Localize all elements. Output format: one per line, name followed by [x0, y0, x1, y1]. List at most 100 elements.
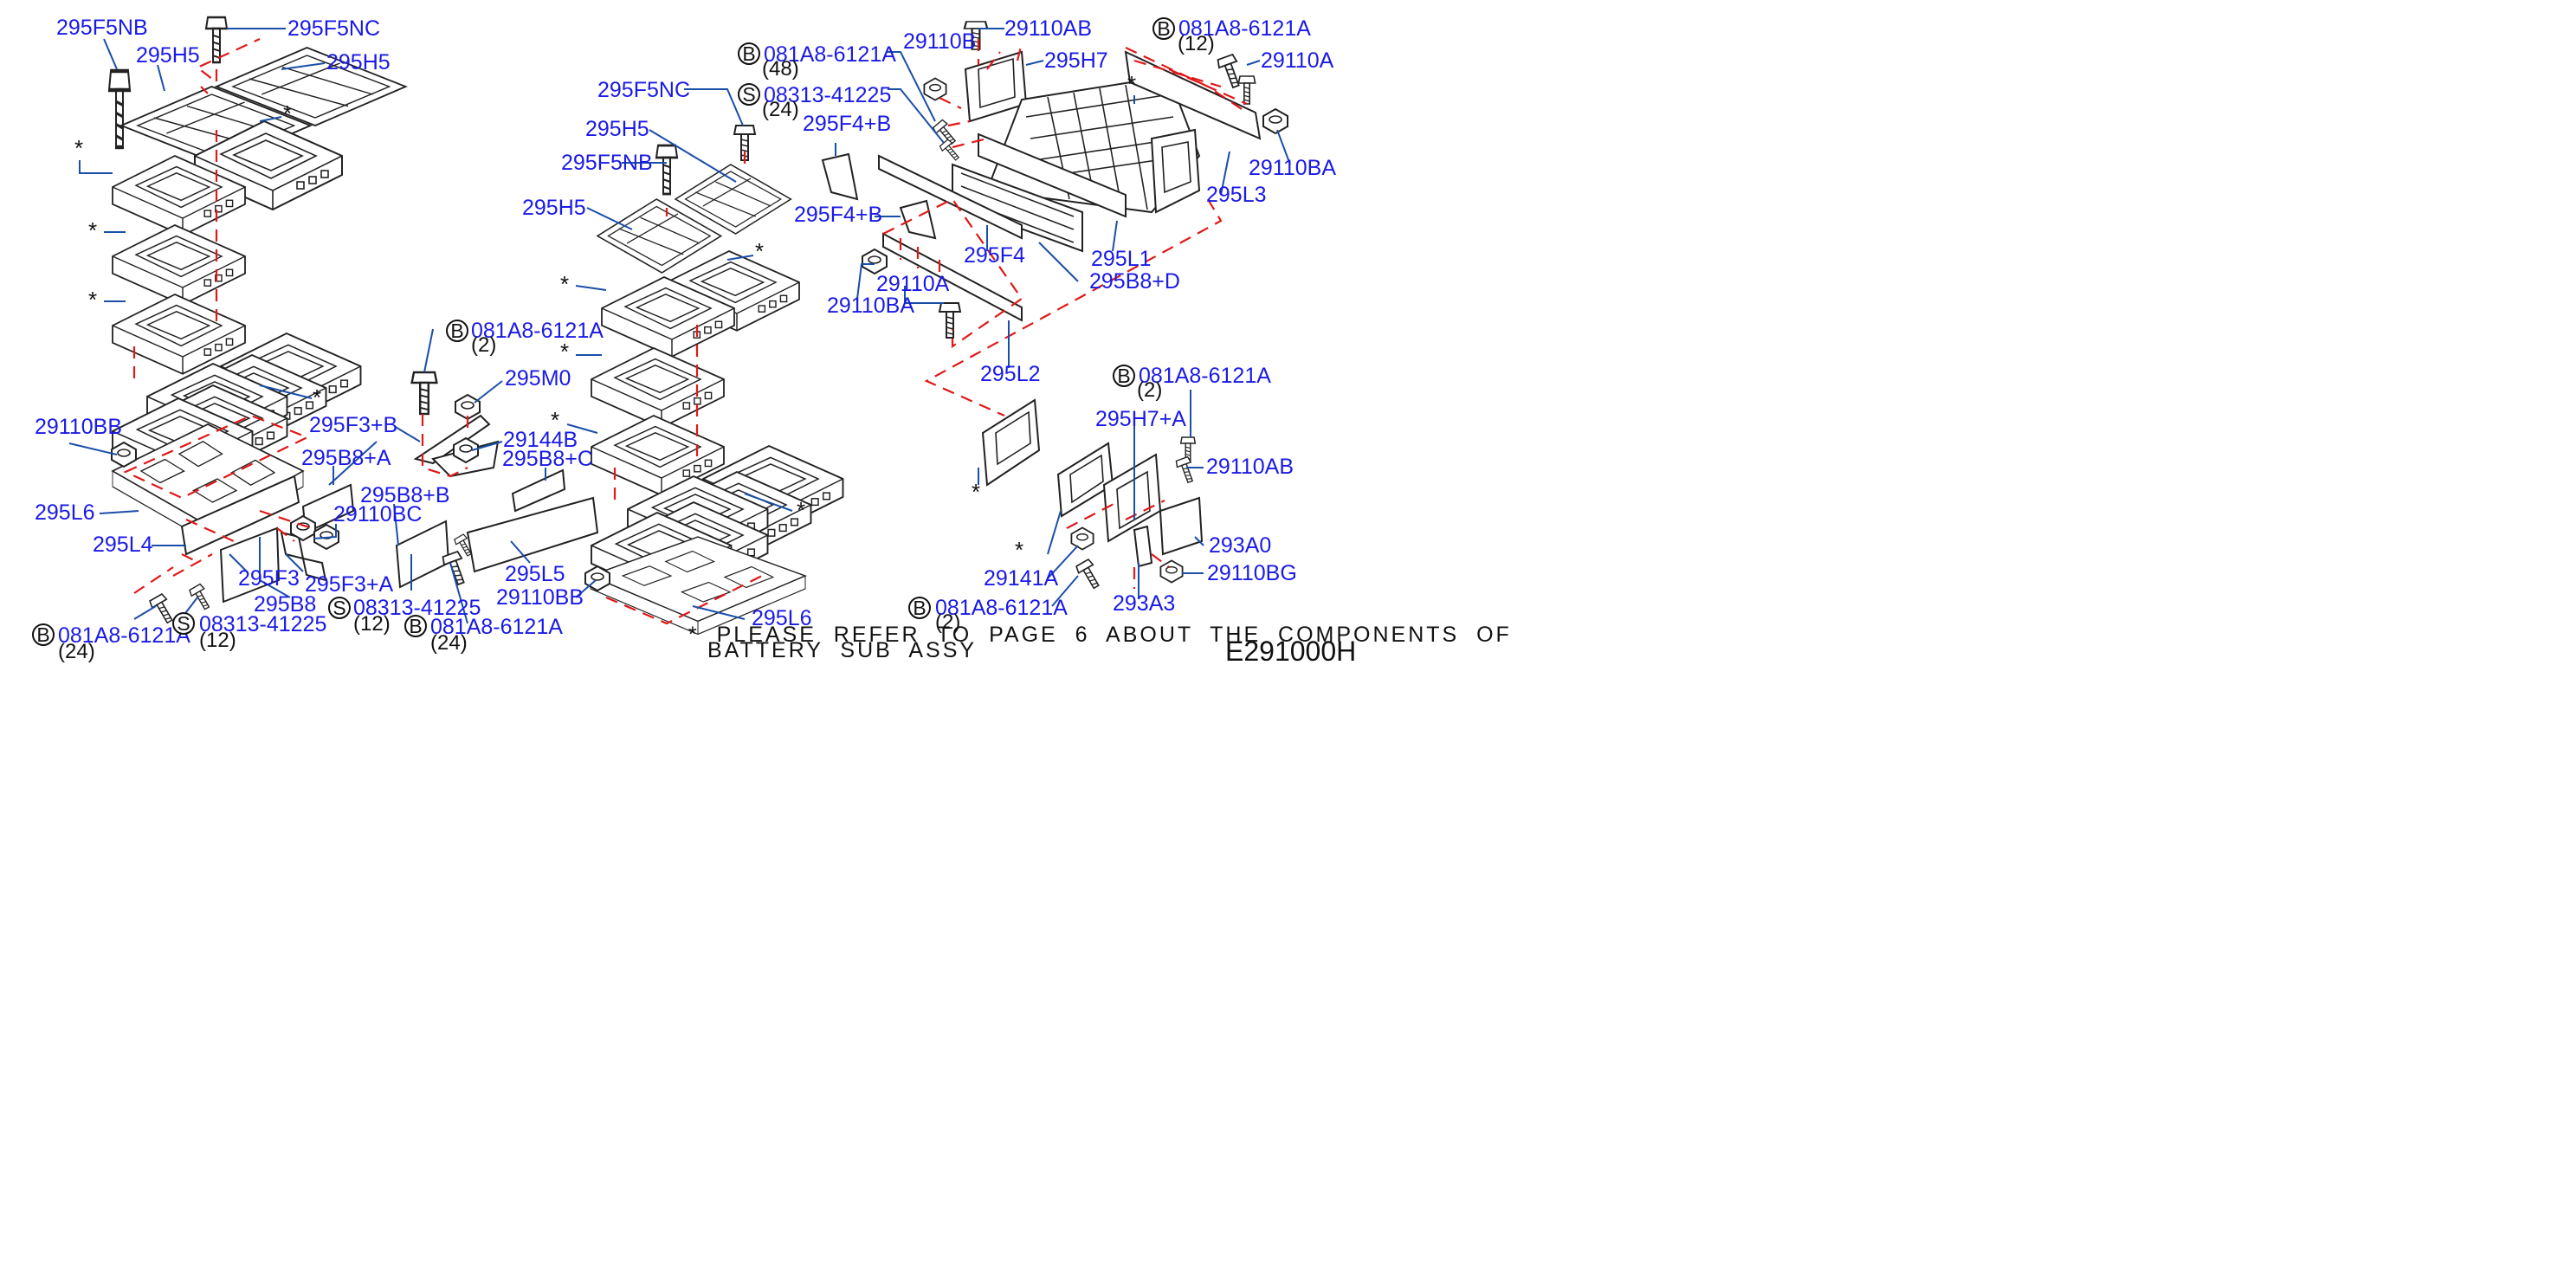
bracket-295F3A [301, 557, 327, 582]
std-part-number: 08313-41225 [199, 612, 326, 636]
b-symbol-icon [738, 42, 760, 65]
label-29110A[interactable]: 29110A [1261, 48, 1334, 73]
std-part-callout[interactable]: B 081A8-6121A (2) [1113, 364, 1271, 402]
b-symbol-icon [32, 623, 55, 646]
label-29110B[interactable]: 29110B [903, 29, 976, 54]
label-295B8[interactable]: 295B8 [254, 592, 316, 617]
std-part-callout[interactable]: B 081A8-6121A (2) [446, 319, 604, 357]
label-295F4B[interactable]: 295F4+B [794, 203, 882, 227]
label-295L2[interactable]: 295L2 [980, 362, 1041, 386]
bolt-icon [1174, 455, 1198, 485]
asterisk-marker: * [972, 479, 980, 505]
b-symbol-icon [908, 597, 931, 619]
label-29110BA[interactable]: 29110BA [827, 294, 914, 318]
std-part-qty: (2) [471, 333, 496, 357]
b-symbol-icon [446, 320, 468, 342]
label-295F3B[interactable]: 295F3+B [309, 413, 397, 437]
bolt-icon [655, 144, 679, 196]
std-part-callout[interactable]: B 081A8-6121A (24) [32, 623, 190, 663]
label-295F5NB[interactable]: 295F5NB [561, 151, 653, 175]
asterisk-marker: * [560, 339, 569, 365]
label-295F3A[interactable]: 295F3+A [305, 572, 393, 597]
label-295L1[interactable]: 295L1 [1091, 247, 1152, 271]
label-293A0[interactable]: 293A0 [1209, 533, 1271, 558]
bracket-295F4B [821, 152, 859, 201]
standard-part-callouts: B 081A8-6121A (24) S 08313-41225 (12) S … [32, 16, 1311, 663]
label-295H5[interactable]: 295H5 [136, 43, 200, 68]
label-295L6[interactable]: 295L6 [752, 606, 812, 630]
nut-icon [1262, 108, 1288, 134]
label-295F3[interactable]: 295F3 [238, 566, 300, 591]
label-295H5[interactable]: 295H5 [522, 196, 586, 220]
label-295B8B[interactable]: 295B8+B [360, 483, 450, 507]
bracket-293A3 [1133, 525, 1153, 568]
footnote: * PLEASE REFER TO PAGE 6 ABOUT THE COMPO… [688, 623, 1509, 662]
label-295H7[interactable]: 295H7 [1044, 48, 1108, 73]
label-295L5[interactable]: 295L5 [505, 562, 565, 586]
s-symbol-icon [328, 597, 351, 619]
bolt-icon [1074, 558, 1105, 592]
label-295F5NC[interactable]: 295F5NC [597, 78, 690, 102]
std-part-callout[interactable]: S 08313-41225 (24) [738, 83, 891, 121]
std-part-qty: (12) [199, 629, 236, 652]
svg-text:B: B [409, 615, 422, 637]
label-295B8A[interactable]: 295B8+A [301, 446, 391, 470]
label-295L6[interactable]: 295L6 [35, 500, 95, 525]
label-295H5[interactable]: 295H5 [585, 117, 649, 141]
label-295B8D[interactable]: 295B8+D [1089, 269, 1180, 294]
middle-group [395, 125, 844, 636]
label-29110BB[interactable]: 29110BB [496, 585, 584, 610]
label-29110AB[interactable]: 29110AB [1004, 16, 1092, 41]
std-part-callout[interactable]: B 081A8-6121A (48) [738, 42, 896, 81]
label-29110AB[interactable]: 29110AB [1206, 455, 1294, 479]
label-29110A[interactable]: 29110A [876, 272, 950, 296]
asterisk-marker: * [88, 217, 97, 243]
label-293A3[interactable]: 293A3 [1113, 591, 1175, 616]
label-29110BG[interactable]: 29110BG [1207, 561, 1297, 585]
label-295F5NB[interactable]: 295F5NB [56, 16, 148, 40]
label-29110BA[interactable]: 29110BA [1249, 156, 1336, 180]
svg-text:B: B [1157, 17, 1170, 40]
svg-text:B: B [742, 42, 755, 65]
label-295B8C[interactable]: 295B8+C [502, 447, 593, 471]
asterisk-marker: * [1015, 537, 1023, 563]
label-295H7A[interactable]: 295H7+A [1095, 407, 1186, 431]
label-29110BC[interactable]: 29110BC [333, 502, 422, 526]
label-295F4B[interactable]: 295F4+B [803, 112, 891, 136]
label-295M0[interactable]: 295M0 [505, 366, 571, 391]
battery-module [112, 224, 246, 306]
asterisk-marker: * [313, 384, 321, 410]
module-293A0 [1159, 496, 1204, 556]
nut-icon [923, 77, 947, 101]
label-295L4[interactable]: 295L4 [93, 533, 153, 557]
std-part-number: 081A8-6121A [430, 615, 563, 639]
bolt-icon [939, 302, 961, 339]
asterisk-marker: * [283, 100, 292, 126]
svg-text:S: S [177, 612, 190, 635]
label-29144B[interactable]: 29144B [503, 428, 578, 452]
nut-icon [1070, 526, 1094, 551]
svg-text:B: B [913, 597, 926, 619]
label-295F5NC[interactable]: 295F5NC [287, 16, 380, 41]
std-part-callout[interactable]: B 081A8-6121A (2) [908, 596, 1068, 634]
bus-bar-295B8B [395, 520, 450, 589]
std-part-callout[interactable]: S 08313-41225 (12) [172, 612, 326, 652]
part-labels: 295F5NB 295F5NC 295H5 295H5 29110BB 295F… [35, 16, 1336, 630]
bus-bar-295B8C [511, 468, 566, 513]
svg-text:B: B [450, 320, 463, 342]
std-part-qty: (24) [58, 640, 95, 663]
std-part-qty: (2) [1137, 378, 1162, 402]
label-295F4[interactable]: 295F4 [964, 243, 1025, 268]
bracket-295L5 [466, 496, 599, 573]
svg-text:S: S [332, 597, 345, 619]
battery-module [112, 294, 246, 375]
b-symbol-icon [404, 615, 427, 637]
label-295H5[interactable]: 295H5 [326, 50, 391, 74]
right-top-group [821, 20, 1288, 417]
label-29141A[interactable]: 29141A [984, 566, 1059, 591]
std-part-callout[interactable]: B 081A8-6121A (24) [404, 615, 563, 655]
label-29110BB[interactable]: 29110BB [35, 415, 122, 439]
std-part-callout[interactable]: B 081A8-6121A (12) [1152, 16, 1311, 55]
std-part-number: 081A8-6121A [1139, 364, 1271, 388]
label-295L3[interactable]: 295L3 [1206, 183, 1267, 207]
